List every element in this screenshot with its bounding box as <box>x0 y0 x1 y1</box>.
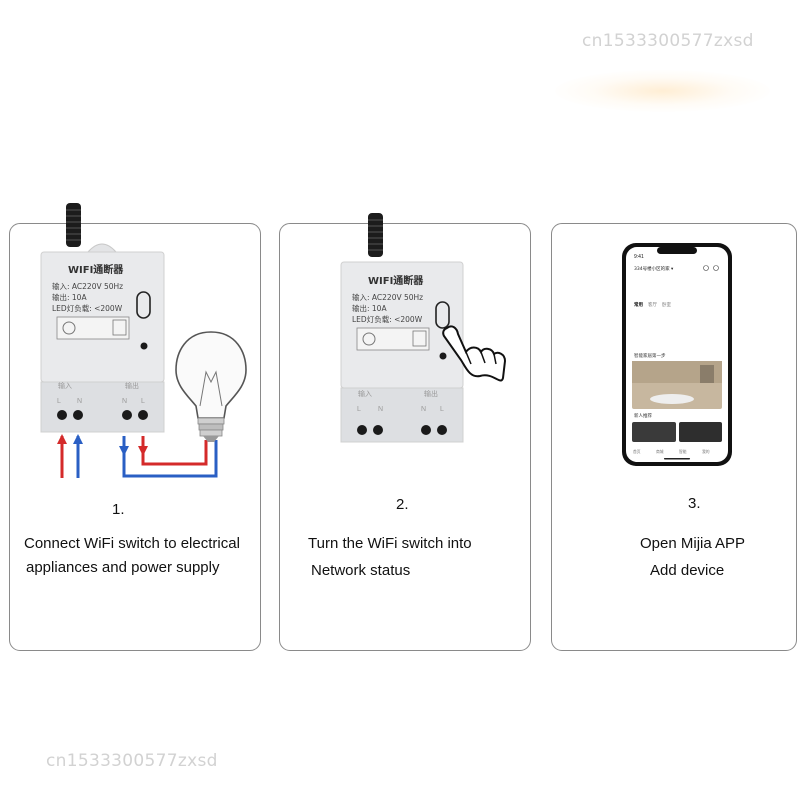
svg-text:334号楼小区的家 ▾: 334号楼小区的家 ▾ <box>634 265 674 272</box>
watermark-top: cn1533300577zxsd <box>582 31 754 51</box>
smartphone: 9:41 334号楼小区的家 ▾ 常用 客厅 卧室 智能家居第一步 新人推荐 首… <box>622 243 732 466</box>
pair-button-icon <box>136 291 151 319</box>
status-led-icon <box>140 342 148 350</box>
svg-text:输入: 输入 <box>58 381 72 390</box>
svg-text:智能: 智能 <box>679 449 687 454</box>
wiring <box>57 434 218 478</box>
step-1-number: 1. <box>112 501 125 518</box>
svg-text:常用: 常用 <box>634 301 643 308</box>
svg-text:输入: AC220V 50Hz: 输入: AC220V 50Hz <box>52 281 123 291</box>
step-2-line-2: Network status <box>311 562 411 579</box>
svg-text:输出: 10A: 输出: 10A <box>352 303 387 313</box>
svg-text:L: L <box>141 398 145 405</box>
svg-text:N: N <box>122 398 127 405</box>
svg-text:输入: AC220V 50Hz: 输入: AC220V 50Hz <box>352 292 423 302</box>
svg-text:卧室: 卧室 <box>662 301 671 308</box>
svg-text:9:41: 9:41 <box>634 254 644 260</box>
svg-text:WIFI通断器: WIFI通断器 <box>368 274 424 287</box>
svg-text:LED灯负载: <200W: LED灯负载: <200W <box>352 314 423 324</box>
svg-text:N: N <box>421 406 426 413</box>
antenna-icon <box>66 203 81 247</box>
step-2-number: 2. <box>396 496 409 513</box>
device-title: WIFI通断器 <box>68 263 124 276</box>
step-1-line-2: appliances and power supply <box>26 559 220 576</box>
hand-pointer-icon <box>442 325 507 382</box>
wifi-switch-device-2: WIFI通断器 输入: AC220V 50Hz 输出: 10A LED灯负载: … <box>340 213 464 443</box>
light-glow <box>555 70 770 112</box>
svg-text:L: L <box>357 406 361 413</box>
step-2-line-1: Turn the WiFi switch into <box>308 535 472 552</box>
svg-text:输出: 输出 <box>424 389 438 398</box>
step-3-line-2: Add device <box>650 562 725 579</box>
step-1-line-1: Connect WiFi switch to electrical <box>24 535 240 552</box>
menu-icon <box>713 265 719 271</box>
svg-text:L: L <box>440 406 444 413</box>
svg-text:输出: 输出 <box>125 381 139 390</box>
step-3-line-1: Open Mijia APP <box>640 535 746 552</box>
svg-text:智能家居第一步: 智能家居第一步 <box>634 352 666 359</box>
svg-text:我的: 我的 <box>702 449 710 454</box>
add-icon <box>703 265 709 271</box>
light-bulb-icon <box>175 331 247 442</box>
status-led-icon <box>439 352 447 360</box>
antenna-icon <box>368 213 383 257</box>
svg-text:输出: 10A: 输出: 10A <box>52 292 87 302</box>
svg-text:L: L <box>57 398 61 405</box>
svg-text:商城: 商城 <box>656 449 664 454</box>
wifi-switch-device-1: WIFI通断器 输入: AC220V 50Hz 输出: 10A LED灯负载: … <box>40 203 165 433</box>
svg-text:客厅: 客厅 <box>648 301 657 308</box>
svg-text:输入: 输入 <box>358 389 372 398</box>
svg-text:N: N <box>378 406 383 413</box>
svg-text:LED灯负载: <200W: LED灯负载: <200W <box>52 303 123 313</box>
pair-button-icon <box>435 301 450 329</box>
step-3-number: 3. <box>688 495 701 512</box>
svg-text:首页: 首页 <box>633 449 641 454</box>
svg-text:N: N <box>77 398 82 405</box>
watermark-bottom: cn1533300577zxsd <box>46 751 218 771</box>
svg-text:新人推荐: 新人推荐 <box>634 412 652 419</box>
